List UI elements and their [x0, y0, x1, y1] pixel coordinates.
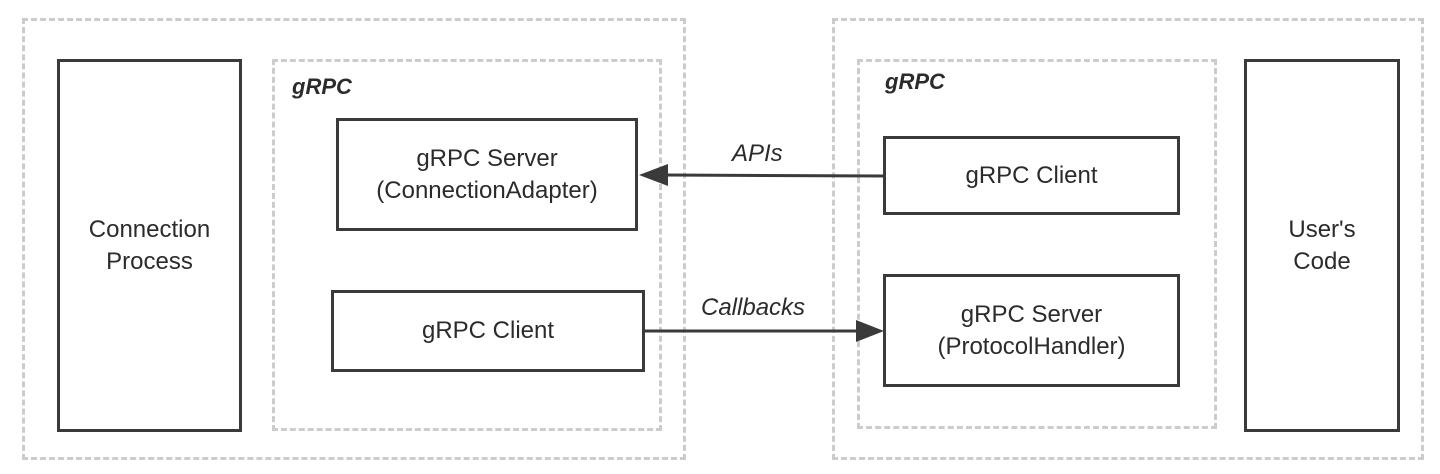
grpc-server-protocol-handler-box: gRPC Server (ProtocolHandler) [883, 274, 1180, 387]
grpc-server-connection-adapter-box: gRPC Server (ConnectionAdapter) [336, 118, 638, 231]
grpc-client-right-box: gRPC Client [883, 136, 1180, 215]
callbacks-label: Callbacks [701, 294, 806, 321]
callbacks-arrowhead [856, 320, 884, 342]
apis-label: APIs [732, 140, 783, 167]
left-grpc-group [272, 59, 662, 431]
left-grpc-label: gRPC [292, 74, 352, 99]
apis-arrow-line [665, 173, 885, 178]
left-outer-container [22, 18, 686, 460]
connection-process-box: Connection Process [57, 59, 242, 432]
right-grpc-label: gRPC [885, 69, 945, 94]
grpc-client-left-box: gRPC Client [331, 290, 645, 372]
apis-arrowhead [639, 164, 668, 186]
users-code-box: User's Code [1244, 59, 1400, 432]
right-grpc-group [857, 59, 1217, 429]
right-outer-container [832, 18, 1424, 460]
